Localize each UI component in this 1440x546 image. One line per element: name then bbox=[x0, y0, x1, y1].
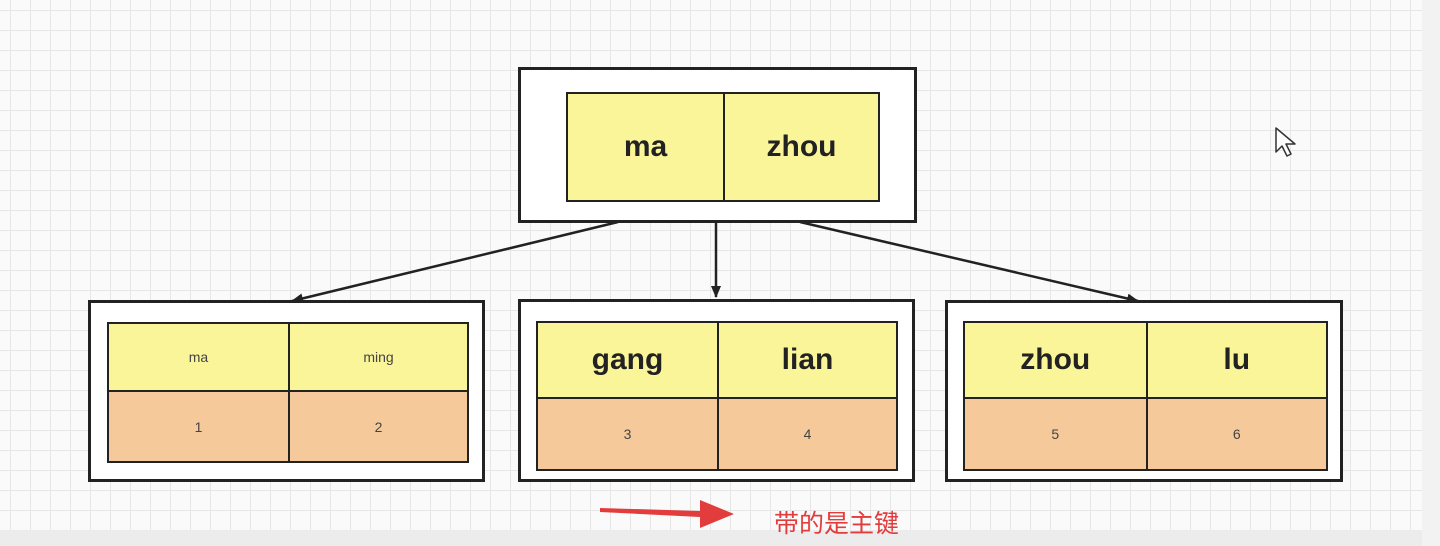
leaf-2-key-2: lian bbox=[717, 323, 896, 397]
leaf-node-1: ma ming 1 2 bbox=[88, 300, 485, 482]
edge-root-to-leaf-1 bbox=[291, 220, 619, 304]
leaf-1-key-1: ma bbox=[109, 324, 288, 390]
leaf-node-2: gang lian 3 4 bbox=[518, 299, 915, 482]
annotation-arrow-icon bbox=[600, 500, 734, 528]
root-key-1: ma bbox=[568, 94, 723, 200]
leaf-2-value-2: 4 bbox=[717, 397, 896, 469]
canvas-right-edge bbox=[1422, 0, 1440, 546]
canvas-bottom-edge bbox=[0, 530, 1440, 546]
leaf-1-value-2: 2 bbox=[288, 390, 467, 461]
root-node: ma zhou bbox=[518, 67, 917, 223]
mouse-cursor-icon bbox=[1275, 127, 1296, 157]
edge-root-to-leaf-3 bbox=[799, 220, 1139, 304]
leaf-2-table: gang lian 3 4 bbox=[536, 321, 898, 471]
root-key-row: ma zhou bbox=[566, 92, 880, 202]
leaf-3-value-1: 5 bbox=[965, 397, 1146, 469]
leaf-1-table: ma ming 1 2 bbox=[107, 322, 469, 463]
root-key-2: zhou bbox=[723, 94, 878, 200]
leaf-3-key-1: zhou bbox=[965, 323, 1146, 397]
leaf-3-key-2: lu bbox=[1145, 323, 1326, 397]
leaf-1-value-1: 1 bbox=[109, 390, 288, 461]
leaf-1-key-2: ming bbox=[288, 324, 467, 390]
leaf-node-3: zhou lu 5 6 bbox=[945, 300, 1343, 482]
annotation-text: 带的是主键 bbox=[774, 509, 900, 538]
leaf-2-value-1: 3 bbox=[538, 397, 717, 469]
leaf-3-value-2: 6 bbox=[1145, 397, 1326, 469]
leaf-3-table: zhou lu 5 6 bbox=[963, 321, 1328, 471]
leaf-2-key-1: gang bbox=[538, 323, 717, 397]
